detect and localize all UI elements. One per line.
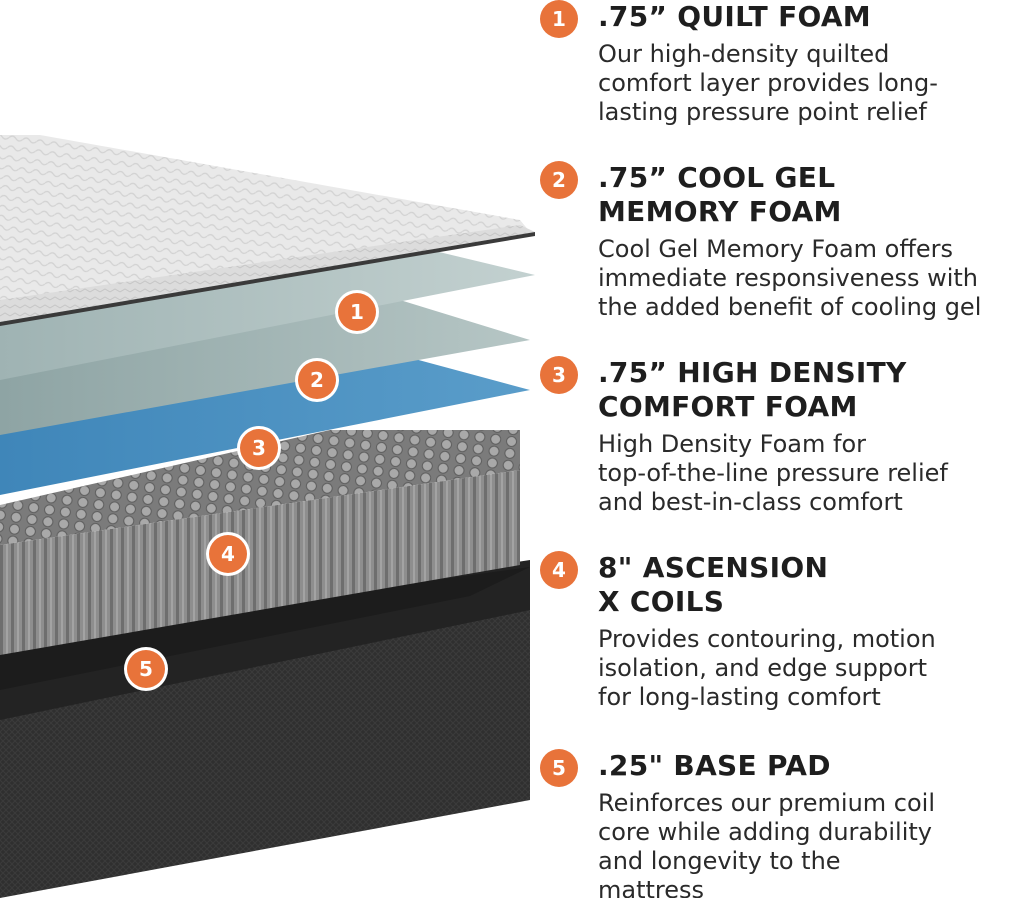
layer-marker-3: 3 bbox=[240, 429, 278, 467]
quilted-top-cover bbox=[0, 135, 530, 320]
feature-title: .75” COOL GEL MEMORY FOAM bbox=[598, 161, 842, 228]
feature-number-badge: 1 bbox=[540, 0, 578, 38]
feature-layer-5: 5 .25" BASE PAD Reinforces our premium c… bbox=[540, 749, 1024, 898]
feature-layer-3: 3 .75” HIGH DENSITY COMFORT FOAM High De… bbox=[540, 356, 1024, 517]
coil-unit-side bbox=[0, 470, 520, 655]
feature-title: .25" BASE PAD bbox=[598, 749, 831, 782]
cool-gel-foam-layer bbox=[0, 300, 530, 435]
feature-number-badge: 5 bbox=[540, 749, 578, 787]
feature-description: Provides contouring, motion isolation, a… bbox=[598, 625, 936, 711]
coil-unit-top bbox=[0, 430, 520, 545]
quilt-foam-layer bbox=[0, 245, 535, 380]
layer-marker-4: 4 bbox=[209, 535, 247, 573]
layer-marker-5: 5 bbox=[127, 650, 165, 688]
feature-description: Reinforces our premium coil core while a… bbox=[598, 789, 936, 898]
feature-title: .75” QUILT FOAM bbox=[598, 0, 871, 33]
feature-description: Cool Gel Memory Foam offers immediate re… bbox=[598, 235, 982, 321]
feature-number-badge: 2 bbox=[540, 161, 578, 199]
feature-title: .75” HIGH DENSITY COMFORT FOAM bbox=[598, 356, 907, 423]
layer-marker-2: 2 bbox=[298, 361, 336, 399]
high-density-foam-layer bbox=[0, 355, 530, 495]
layer-marker-1: 1 bbox=[338, 293, 376, 331]
quilted-top-piping bbox=[0, 232, 535, 326]
feature-layer-1: 1 .75” QUILT FOAM Our high-density quilt… bbox=[540, 0, 1024, 127]
feature-title: 8" ASCENSION X COILS bbox=[598, 551, 829, 618]
quilted-top-edge bbox=[0, 225, 535, 322]
feature-number-badge: 3 bbox=[540, 356, 578, 394]
feature-layer-4: 4 8" ASCENSION X COILS Provides contouri… bbox=[540, 551, 1024, 712]
feature-layer-2: 2 .75” COOL GEL MEMORY FOAM Cool Gel Mem… bbox=[540, 161, 1024, 322]
base-box-side bbox=[0, 600, 530, 898]
feature-description: Our high-density quilted comfort layer p… bbox=[598, 40, 938, 126]
feature-number-badge: 4 bbox=[540, 551, 578, 589]
feature-description: High Density Foam for top-of-the-line pr… bbox=[598, 430, 948, 516]
